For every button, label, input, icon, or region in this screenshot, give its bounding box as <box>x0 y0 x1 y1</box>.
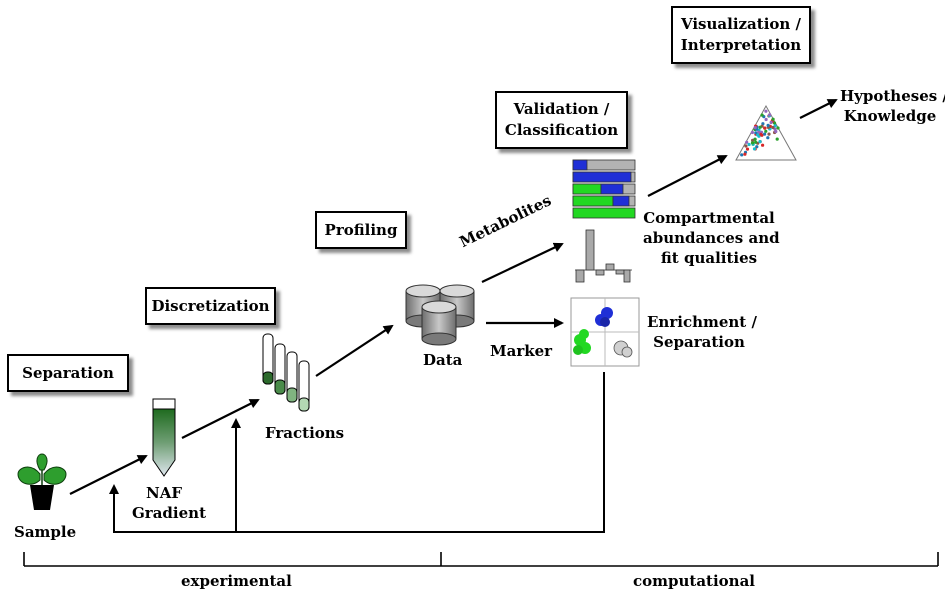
label-data: Data <box>423 351 463 369</box>
ternary-point <box>766 123 770 127</box>
ternary-point <box>752 147 757 151</box>
stage-profiling: Profiling <box>315 211 407 249</box>
stage-separation-label: Separation <box>22 363 114 382</box>
ternary-point <box>758 125 762 129</box>
histogram-icon <box>575 229 632 283</box>
ternary-point <box>760 133 764 137</box>
ternary-point <box>771 117 775 121</box>
label-hypotheses-line2: Knowledge <box>843 107 937 125</box>
ternary-point <box>766 136 770 140</box>
stage-visualization-line1: Visualization / <box>680 15 801 33</box>
label-enrichment-line1: Enrichment / <box>647 313 757 331</box>
naf-tube-icon <box>152 398 176 477</box>
ternary-point <box>774 129 778 134</box>
ternary-point <box>751 138 755 142</box>
stage-visualization-line2: Interpretation <box>680 36 802 54</box>
ternary-point <box>750 141 755 145</box>
ternary-point <box>753 137 757 141</box>
bar-stack-icon <box>572 159 636 219</box>
cluster-plot-icon <box>570 297 640 367</box>
label-naf-line1: NAF <box>146 484 182 502</box>
stage-profiling-label: Profiling <box>324 220 398 239</box>
ternary-point <box>754 140 758 144</box>
ternary-point <box>745 147 750 151</box>
ternary-point <box>757 130 761 134</box>
ternary-point <box>768 113 772 117</box>
arrow-naf-to-fractions <box>181 399 260 439</box>
ternary-point <box>761 122 765 126</box>
plant-pot-icon <box>17 453 67 510</box>
label-sample: Sample <box>14 523 77 541</box>
ternary-point <box>764 117 768 122</box>
ternary-point <box>744 144 748 148</box>
ternary-point <box>772 121 777 125</box>
ternary-point <box>750 130 755 135</box>
stage-validation-line2: Classification <box>504 121 619 139</box>
arrow-sample-to-naf <box>69 455 148 495</box>
ternary-point <box>758 140 762 144</box>
arrow-bars-to-ternary <box>647 155 728 197</box>
label-fractions: Fractions <box>265 424 345 442</box>
ternary-point <box>740 153 744 157</box>
label-compartmental-line3: fit qualities <box>660 249 758 267</box>
stage-separation: Separation <box>7 354 129 392</box>
label-enrichment: Enrichment / Separation <box>647 312 757 352</box>
ternary-point <box>756 133 760 137</box>
label-compartmental-line1: Compartmental <box>643 209 775 227</box>
label-naf-line2: Gradient <box>132 504 206 522</box>
stage-validation-line1: Validation / <box>513 100 610 118</box>
ternary-point <box>761 143 765 147</box>
label-hypotheses-line1: Hypotheses / <box>840 87 945 105</box>
phase-computational: computational <box>633 572 756 590</box>
label-hypotheses: Hypotheses / Knowledge <box>840 86 945 126</box>
ternary-point <box>763 126 767 130</box>
ternary-point <box>755 145 759 149</box>
label-enrichment-line2: Separation <box>653 333 745 351</box>
phase-experimental: experimental <box>181 572 292 590</box>
label-marker: Marker <box>490 342 553 360</box>
ternary-point <box>743 152 747 156</box>
label-naf-gradient: NAF Gradient <box>132 483 206 523</box>
ternary-point <box>764 109 768 113</box>
stage-validation: Validation / Classification <box>495 91 628 149</box>
arrow-fractions-to-data <box>315 324 394 377</box>
phase-bracket <box>23 552 939 567</box>
ternary-point <box>769 120 773 125</box>
stage-discretization-label: Discretization <box>151 296 270 315</box>
ternary-point <box>753 126 757 130</box>
ternary-point <box>760 113 764 117</box>
label-compartmental: Compartmental abundances and fit qualiti… <box>643 208 780 268</box>
stage-visualization: Visualization / Interpretation <box>671 6 811 64</box>
database-icon <box>405 284 475 346</box>
stage-discretization: Discretization <box>145 287 276 325</box>
ternary-point <box>754 131 758 135</box>
ternary-point <box>763 132 767 136</box>
ternary-plot-icon <box>735 104 797 161</box>
flow-arrows <box>69 99 838 495</box>
ternary-point <box>745 140 749 144</box>
ternary-point <box>767 132 771 136</box>
arrow-ternary-to-knowledge <box>799 99 838 119</box>
ternary-point <box>747 142 751 147</box>
fraction-tubes-icon <box>262 333 310 412</box>
ternary-point <box>775 137 779 141</box>
arrow-data-to-metabolites <box>481 242 564 283</box>
ternary-point <box>764 129 768 133</box>
feedback-loop <box>109 372 605 533</box>
ternary-point <box>771 125 775 130</box>
ternary-point <box>776 126 780 130</box>
label-compartmental-line2: abundances and <box>643 229 780 247</box>
